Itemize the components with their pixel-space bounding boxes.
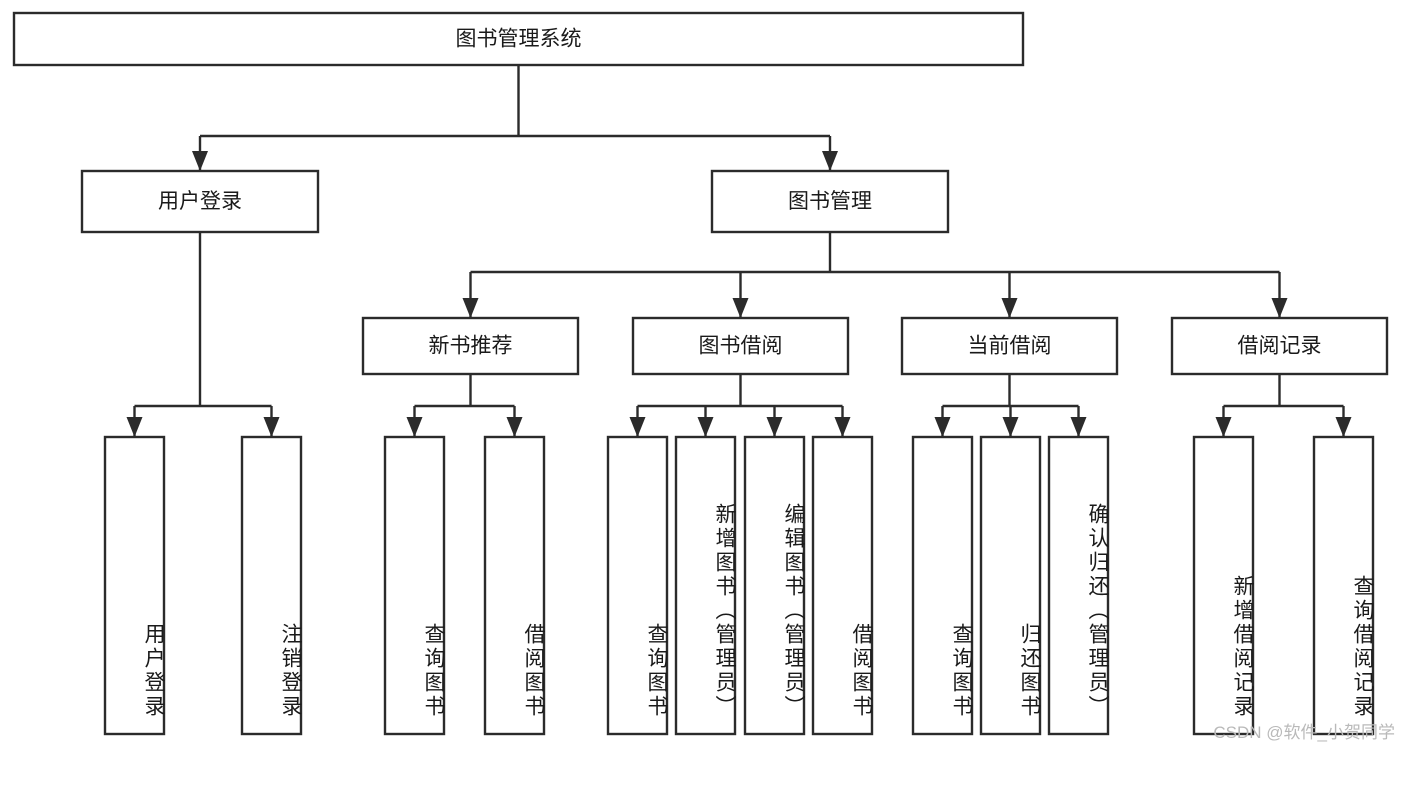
arrow-user-login-to-leaf-user-login xyxy=(126,417,143,437)
node-box-leaf-confirm-return[interactable] xyxy=(1047,435,1110,736)
node-label-book-borrow: 图书借阅 xyxy=(699,335,783,358)
arrow-bookmanage-to-new-book-recommend xyxy=(462,298,479,318)
node-box-leaf-return-book[interactable] xyxy=(979,435,1042,736)
node-box-book-borrow[interactable] xyxy=(631,316,850,376)
arrow-bookmanage-to-current-borrow xyxy=(1001,298,1018,318)
arrow-new-book-recommend-to-leaf-query-book-1 xyxy=(406,417,423,437)
node-label-new-book-recommend: 新书推荐 xyxy=(429,335,513,358)
arrow-current-borrow-to-leaf-query-book-3 xyxy=(934,417,951,437)
node-box-leaf-add-record[interactable] xyxy=(1192,435,1255,736)
node-box-book-manage[interactable] xyxy=(710,169,950,234)
node-box-leaf-query-record[interactable] xyxy=(1312,435,1375,736)
node-box-leaf-add-book[interactable] xyxy=(674,435,737,736)
node-box-leaf-query-book-3[interactable] xyxy=(911,435,974,736)
arrow-bookmanage-to-borrow-record xyxy=(1271,298,1288,318)
arrow-bookmanage-to-book-borrow xyxy=(732,298,749,318)
node-label-book-manage: 图书管理 xyxy=(788,190,872,213)
node-box-leaf-borrow-book-1[interactable] xyxy=(483,435,546,736)
node-label-user-login: 用户登录 xyxy=(158,190,242,213)
node-box-borrow-record[interactable] xyxy=(1170,316,1389,376)
arrow-root-to-user-login xyxy=(192,151,208,171)
arrow-root-to-book-manage xyxy=(822,151,838,171)
arrow-user-login-to-leaf-user-logout xyxy=(263,417,280,437)
node-box-user-login[interactable] xyxy=(80,169,320,234)
flowchart-canvas: 图书管理系统用户登录图书管理新书推荐图书借阅当前借阅借阅记录 用户登录注销登录查… xyxy=(12,11,1395,742)
node-box-leaf-edit-book[interactable] xyxy=(743,435,806,736)
node-label-borrow-record: 借阅记录 xyxy=(1238,335,1322,358)
arrow-current-borrow-to-leaf-confirm-return xyxy=(1070,417,1087,437)
node-box-new-book-recommend[interactable] xyxy=(361,316,580,376)
node-label-current-borrow: 当前借阅 xyxy=(968,335,1052,358)
box-layer xyxy=(12,11,1389,736)
arrow-borrow-record-to-leaf-add-record xyxy=(1215,417,1232,437)
arrow-book-borrow-to-leaf-add-book xyxy=(697,417,714,437)
node-box-leaf-user-logout[interactable] xyxy=(240,435,303,736)
node-box-current-borrow[interactable] xyxy=(900,316,1119,376)
arrow-current-borrow-to-leaf-return-book xyxy=(1002,417,1019,437)
arrow-book-borrow-to-leaf-query-book-2 xyxy=(629,417,646,437)
csdn-watermark: CSDN @软件_小贺同学 xyxy=(1213,723,1395,742)
connector-layer xyxy=(126,65,1352,437)
node-box-leaf-user-login[interactable] xyxy=(103,435,166,736)
arrow-new-book-recommend-to-leaf-borrow-book-1 xyxy=(506,417,523,437)
arrow-book-borrow-to-leaf-borrow-book-2 xyxy=(834,417,851,437)
node-box-leaf-query-book-2[interactable] xyxy=(606,435,669,736)
node-box-leaf-borrow-book-2[interactable] xyxy=(811,435,874,736)
node-label-root: 图书管理系统 xyxy=(456,28,582,51)
arrow-borrow-record-to-leaf-query-record xyxy=(1335,417,1352,437)
node-box-leaf-query-book-1[interactable] xyxy=(383,435,446,736)
arrow-book-borrow-to-leaf-edit-book xyxy=(766,417,783,437)
node-box-root[interactable] xyxy=(12,11,1025,67)
